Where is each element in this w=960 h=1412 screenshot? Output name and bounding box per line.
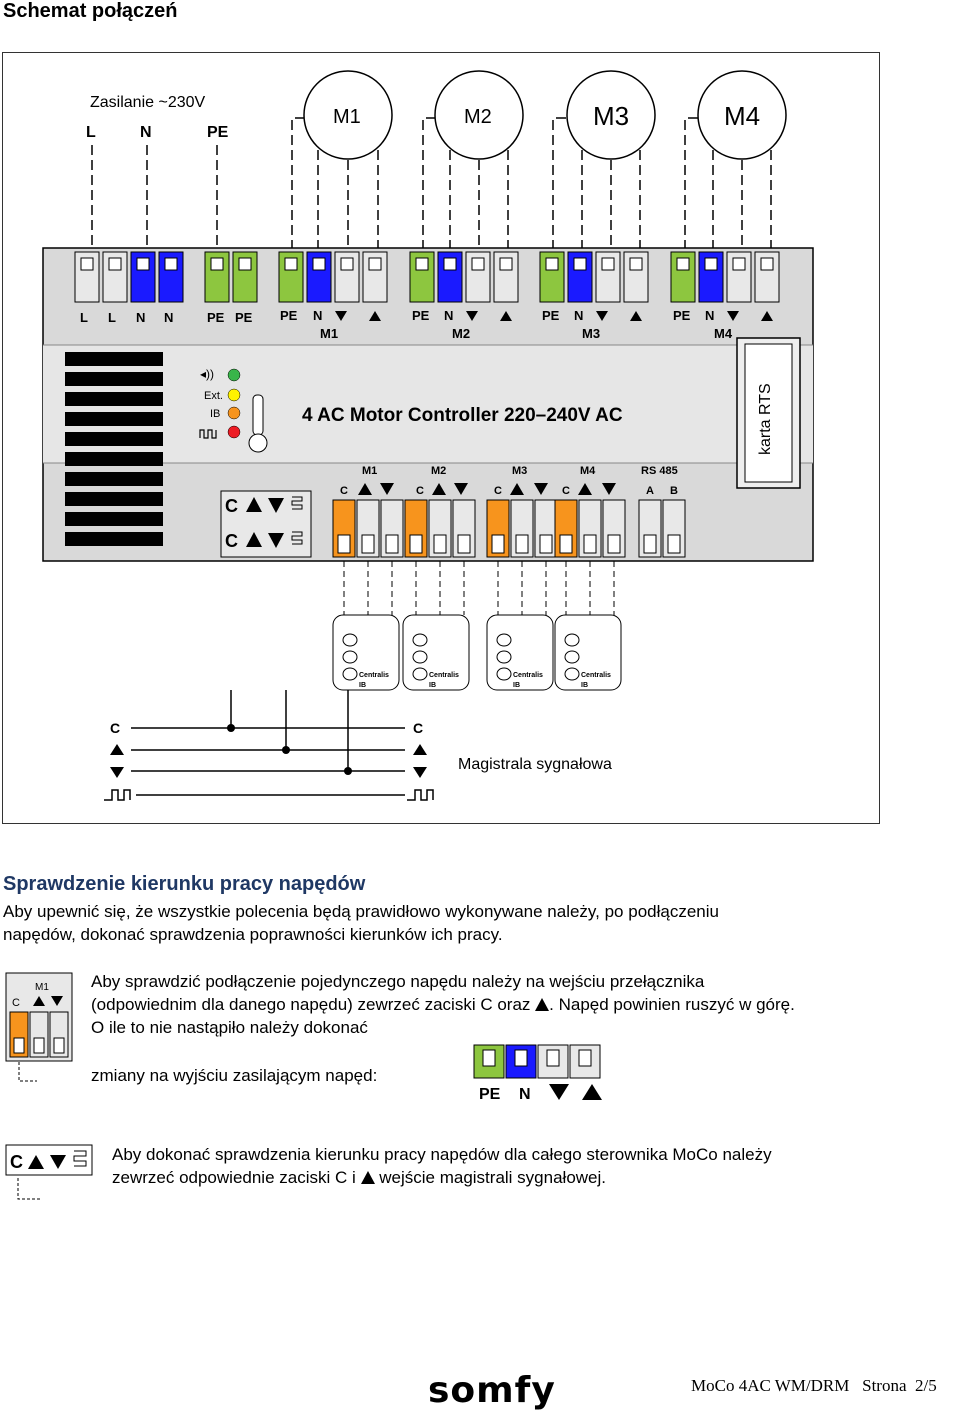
- supply-l: L: [86, 124, 96, 141]
- motor-m2-label: M2: [464, 106, 492, 128]
- svg-text:C: C: [12, 997, 20, 1009]
- svg-text:C: C: [562, 485, 570, 497]
- svg-text:IB: IB: [429, 682, 436, 689]
- svg-text:M3: M3: [582, 326, 600, 341]
- up-arrow-icon: [535, 998, 550, 1011]
- supply-label: Zasilanie ~230V: [90, 94, 206, 111]
- ib-label: IB: [210, 408, 220, 420]
- para2-line-2: zewrzeć odpowiednie zaciski C i wejście …: [112, 1166, 606, 1189]
- para1-line-1: Aby sprawdzić podłączenie pojedynczego n…: [91, 972, 705, 991]
- svg-text:N: N: [705, 308, 714, 323]
- para1-line-3: O ile to nie nastąpiło należy dokonać: [91, 1018, 368, 1037]
- svg-text:M1: M1: [320, 326, 338, 341]
- motor-m3-label: M3: [593, 101, 629, 131]
- bus-terminal-icon: C: [5, 1144, 93, 1200]
- m1-terminal-icon: M1 C: [5, 972, 73, 1082]
- svg-text:Centralis: Centralis: [513, 672, 543, 679]
- svg-text:IB: IB: [581, 682, 588, 689]
- svg-text:N: N: [519, 1086, 531, 1103]
- svg-text:C: C: [10, 1152, 23, 1172]
- svg-text:C: C: [225, 531, 238, 551]
- signal-icon: [199, 429, 217, 439]
- para1-line-2: (odpowiednim dla danego napędu) zewrzeć …: [91, 993, 795, 1016]
- intro-line-1: Aby upewnić się, że wszystkie polecenia …: [3, 902, 719, 921]
- up-arrow-icon: [360, 1171, 375, 1184]
- svg-text:C: C: [225, 496, 238, 516]
- para1-line-2b: . Napęd powinien ruszyć w górę.: [549, 995, 795, 1014]
- page-title: Schemat połączeń: [3, 0, 178, 22]
- top-terminals: [74, 251, 780, 303]
- controller-title: 4 AC Motor Controller 220–240V AC: [302, 405, 623, 426]
- supply-n: N: [140, 124, 152, 141]
- svg-text:IB: IB: [513, 682, 520, 689]
- svg-text:M1: M1: [35, 982, 49, 993]
- section-title: Sprawdzenie kierunku pracy napędów: [3, 873, 366, 895]
- svg-text:PE: PE: [542, 308, 560, 323]
- term-pe1: PE: [207, 310, 225, 325]
- svg-text:C: C: [494, 485, 502, 497]
- signal-bus: [131, 690, 405, 796]
- svg-text:IB: IB: [359, 682, 366, 689]
- svg-text:Centralis: Centralis: [359, 672, 389, 679]
- term-n1: N: [136, 310, 145, 325]
- term-n2: N: [164, 310, 173, 325]
- svg-text:C: C: [340, 485, 348, 497]
- term-pe2: PE: [235, 310, 253, 325]
- output-terminal-icon: PE N: [473, 1044, 602, 1103]
- para2-line-1: Aby dokonać sprawdzenia kierunku pracy n…: [112, 1145, 772, 1164]
- svg-text:M1: M1: [362, 465, 377, 477]
- svg-text:N: N: [444, 308, 453, 323]
- svg-text:PE: PE: [412, 308, 430, 323]
- radio-icon: ◂)): [200, 367, 214, 381]
- svg-text:M4: M4: [714, 326, 733, 341]
- intro-line-2: napędów, dokonać sprawdzenia poprawności…: [3, 925, 503, 944]
- para1-line-2a: (odpowiednim dla danego napędu) zewrzeć …: [91, 995, 531, 1014]
- supply-pe: PE: [207, 124, 229, 141]
- svg-text:A: A: [646, 485, 654, 497]
- term-l2: L: [108, 310, 116, 325]
- wiring-diagram: [2, 52, 880, 824]
- svg-text:M3: M3: [512, 465, 527, 477]
- page-footer: MoCo 4AC WM/DRM Strona 2/5: [691, 1376, 937, 1395]
- svg-text:PE: PE: [673, 308, 691, 323]
- wiring-diagram-drawing: Zasilanie ~230V L N PE M1 M2 M3 M4: [42, 70, 814, 801]
- svg-text:N: N: [574, 308, 583, 323]
- motor-m3-icon: [566, 70, 656, 160]
- svg-text:Centralis: Centralis: [581, 672, 611, 679]
- svg-text:PE: PE: [280, 308, 298, 323]
- motor-m2-icon: [434, 70, 524, 160]
- svg-text:RS 485: RS 485: [641, 465, 678, 477]
- para2-line-2b: wejście magistrali sygnałowej.: [379, 1168, 607, 1187]
- para2-line-2a: zewrzeć odpowiednie zaciski C i: [112, 1168, 356, 1187]
- svg-text:PE: PE: [479, 1086, 501, 1103]
- svg-text:C: C: [416, 485, 424, 497]
- svg-text:C: C: [110, 720, 120, 736]
- svg-text:Centralis: Centralis: [429, 672, 459, 679]
- svg-text:C: C: [413, 720, 423, 736]
- ext-label: Ext.: [204, 390, 223, 402]
- svg-text:N: N: [313, 308, 322, 323]
- svg-text:B: B: [670, 485, 678, 497]
- para1-line-4: zmiany na wyjściu zasilającym napęd:: [91, 1066, 378, 1085]
- term-l1: L: [80, 310, 88, 325]
- motor-m4-icon: [697, 70, 787, 160]
- bus-label: Magistrala sygnałowa: [458, 756, 612, 773]
- svg-text:M4: M4: [580, 465, 596, 477]
- svg-text:M2: M2: [452, 326, 470, 341]
- rts-card-label: karta RTS: [757, 383, 774, 455]
- svg-text:M2: M2: [431, 465, 446, 477]
- motor-m4-label: M4: [724, 101, 760, 131]
- motor-m1-icon: [303, 70, 393, 160]
- somfy-logo: somfy: [428, 1370, 556, 1411]
- motor-m1-label: M1: [333, 106, 361, 128]
